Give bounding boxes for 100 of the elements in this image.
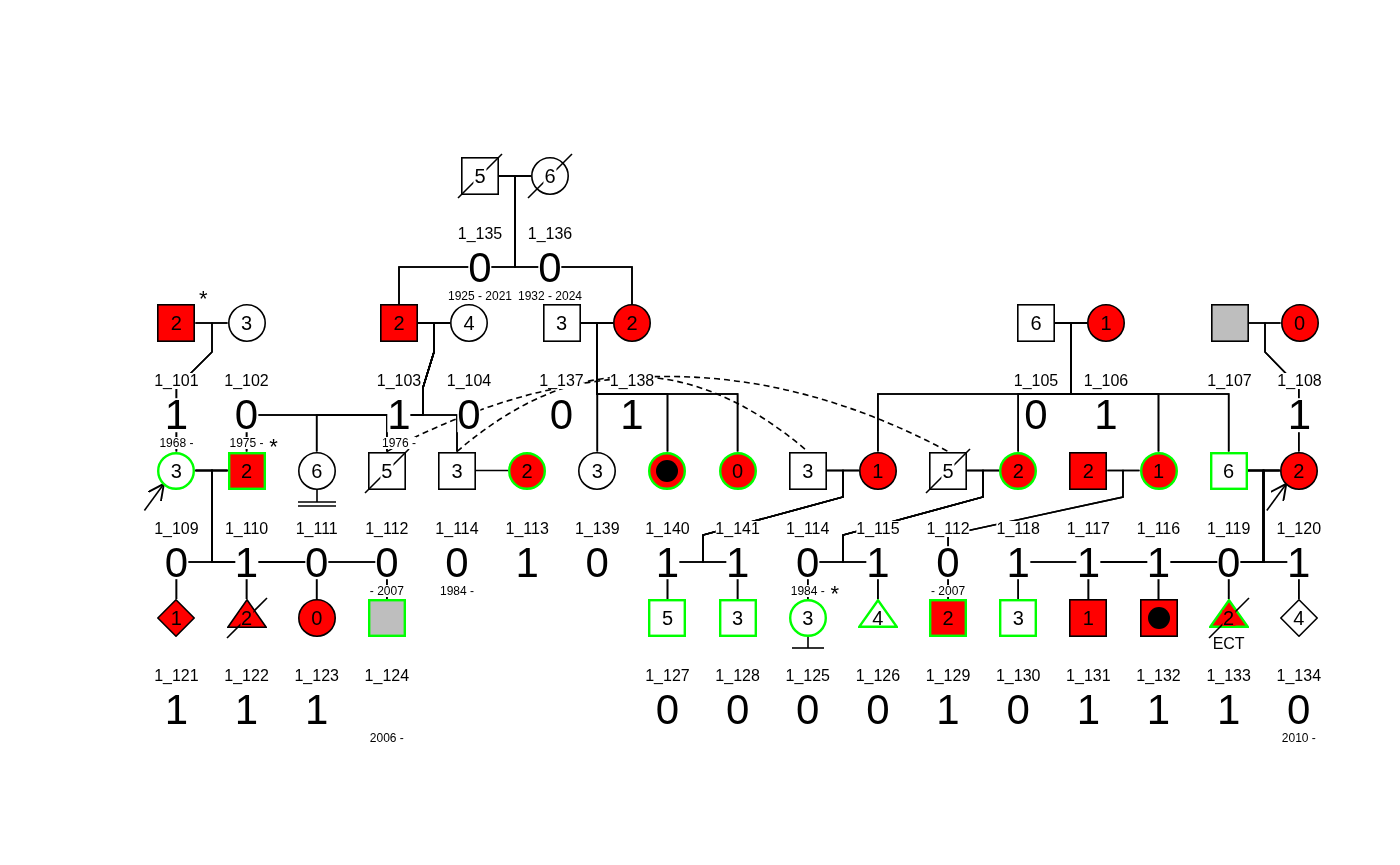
large-number: 1: [936, 693, 960, 727]
individual-id: 1_122: [224, 668, 269, 684]
individual-id: 1_116: [1136, 520, 1181, 537]
individual-id: 1_140: [645, 520, 690, 537]
individual-id: 1_137: [539, 373, 584, 389]
circle-symbol: [613, 304, 651, 342]
individual-id: 1_103: [376, 373, 422, 389]
large-number: 1: [1006, 545, 1030, 580]
circle-symbol: [858, 451, 897, 490]
symbol-number: 2: [625, 315, 639, 331]
date-label: - 2007: [369, 584, 404, 597]
symbol-number: 0: [1292, 315, 1307, 331]
diamond-symbol: [1279, 599, 1318, 637]
individual-id: 1_101: [154, 373, 199, 389]
square-symbol: [1017, 304, 1055, 342]
square-symbol: [227, 451, 266, 490]
date-label: 1968 -: [159, 437, 194, 449]
circle-symbol: [1139, 451, 1178, 490]
individual-id: 1_108: [1277, 373, 1322, 389]
circle-symbol: [508, 451, 547, 490]
large-number: 0: [655, 693, 680, 727]
individual-id: 1_106: [1083, 373, 1129, 389]
symbol-number: 5: [473, 168, 487, 184]
symbol-number: 3: [239, 315, 254, 331]
symbol-number: 1: [1151, 462, 1166, 479]
square-symbol: [157, 304, 196, 342]
date-label: 2010 -: [1281, 732, 1316, 744]
large-number: 0: [936, 545, 960, 580]
symbol-number: 2: [1011, 462, 1025, 479]
symbol-number: 3: [801, 610, 815, 626]
circle-symbol: [450, 304, 488, 342]
symbol-number: 4: [462, 315, 476, 331]
large-number: 1: [164, 398, 189, 432]
circle-symbol: [1087, 304, 1125, 342]
circle-symbol: [578, 451, 617, 490]
individual-id: 1_132: [1136, 668, 1181, 684]
square-symbol: [438, 451, 476, 490]
date-label: 1976 -: [382, 437, 416, 449]
symbol-number: 3: [731, 610, 745, 626]
circle-symbol: [1280, 304, 1319, 342]
symbol-number: 2: [520, 462, 534, 479]
square-symbol: [788, 451, 827, 490]
individual-id: 1_111: [295, 520, 338, 537]
individual-id: 1_112: [926, 520, 970, 537]
individual-id: 1_136: [527, 226, 573, 242]
individual-id: 1_115: [856, 520, 900, 537]
large-number: 1: [655, 545, 680, 580]
symbol-number: 5: [660, 610, 674, 626]
large-number: 0: [457, 398, 481, 432]
symbol-number: 0: [310, 610, 324, 626]
symbol-number: 4: [871, 610, 885, 626]
individual-id: 1_135: [457, 226, 503, 242]
individual-id: 1_123: [294, 668, 339, 684]
date-label: 1984 -: [790, 584, 825, 597]
large-number: 1: [1146, 545, 1171, 580]
large-number: 1: [725, 545, 750, 580]
individual-id: 1_120: [1276, 520, 1322, 537]
symbol-number: 6: [310, 462, 324, 479]
square-symbol: [648, 599, 687, 637]
large-number: 1: [620, 398, 644, 432]
large-number: 0: [1006, 693, 1030, 727]
large-number: 0: [468, 251, 492, 285]
square-symbol: [929, 599, 968, 637]
circle-symbol: [999, 451, 1038, 490]
proband-arrow: [1266, 482, 1288, 512]
circle-symbol: [788, 599, 827, 637]
date-label: 1932 - 2024: [517, 290, 583, 302]
square-symbol: [1069, 451, 1108, 490]
individual-id: 1_127: [645, 668, 690, 684]
large-number: 0: [796, 545, 820, 580]
individual-id: 1_109: [154, 520, 199, 537]
large-number: 1: [866, 545, 890, 580]
date-label: 1984 -: [440, 584, 474, 597]
individual-id: 1_112: [365, 520, 409, 537]
individual-id: 1_128: [715, 668, 760, 684]
symbol-number: 6: [1222, 462, 1236, 479]
large-number: 1: [1146, 693, 1171, 727]
individual-id: 1_138: [609, 373, 655, 389]
symbol-number: 6: [1029, 315, 1043, 331]
individual-id: 1_126: [855, 668, 901, 684]
individual-id: 1_105: [1013, 373, 1059, 389]
symbol-number: 1: [169, 610, 183, 626]
symbol-number: 2: [1222, 610, 1236, 626]
symbol-number: 3: [590, 462, 604, 479]
large-number: 0: [538, 251, 562, 285]
large-number: 0: [1216, 545, 1241, 580]
individual-id: 1_133: [1206, 668, 1251, 684]
date-label: 2006 -: [369, 732, 404, 744]
square-symbol: [1139, 599, 1178, 637]
large-number: 1: [387, 398, 411, 432]
large-number: 1: [305, 693, 329, 727]
status-label: ECT: [1212, 636, 1245, 652]
symbol-number: 6: [543, 168, 557, 184]
symbol-number: 2: [1081, 462, 1095, 479]
individual-id: 1_131: [1066, 668, 1111, 684]
symbol-number: 3: [450, 462, 464, 479]
symbol-number: 1: [871, 462, 885, 479]
symbol-number: 2: [392, 315, 406, 331]
large-number: 0: [1287, 693, 1311, 727]
individual-id: 1_119: [1207, 520, 1251, 537]
